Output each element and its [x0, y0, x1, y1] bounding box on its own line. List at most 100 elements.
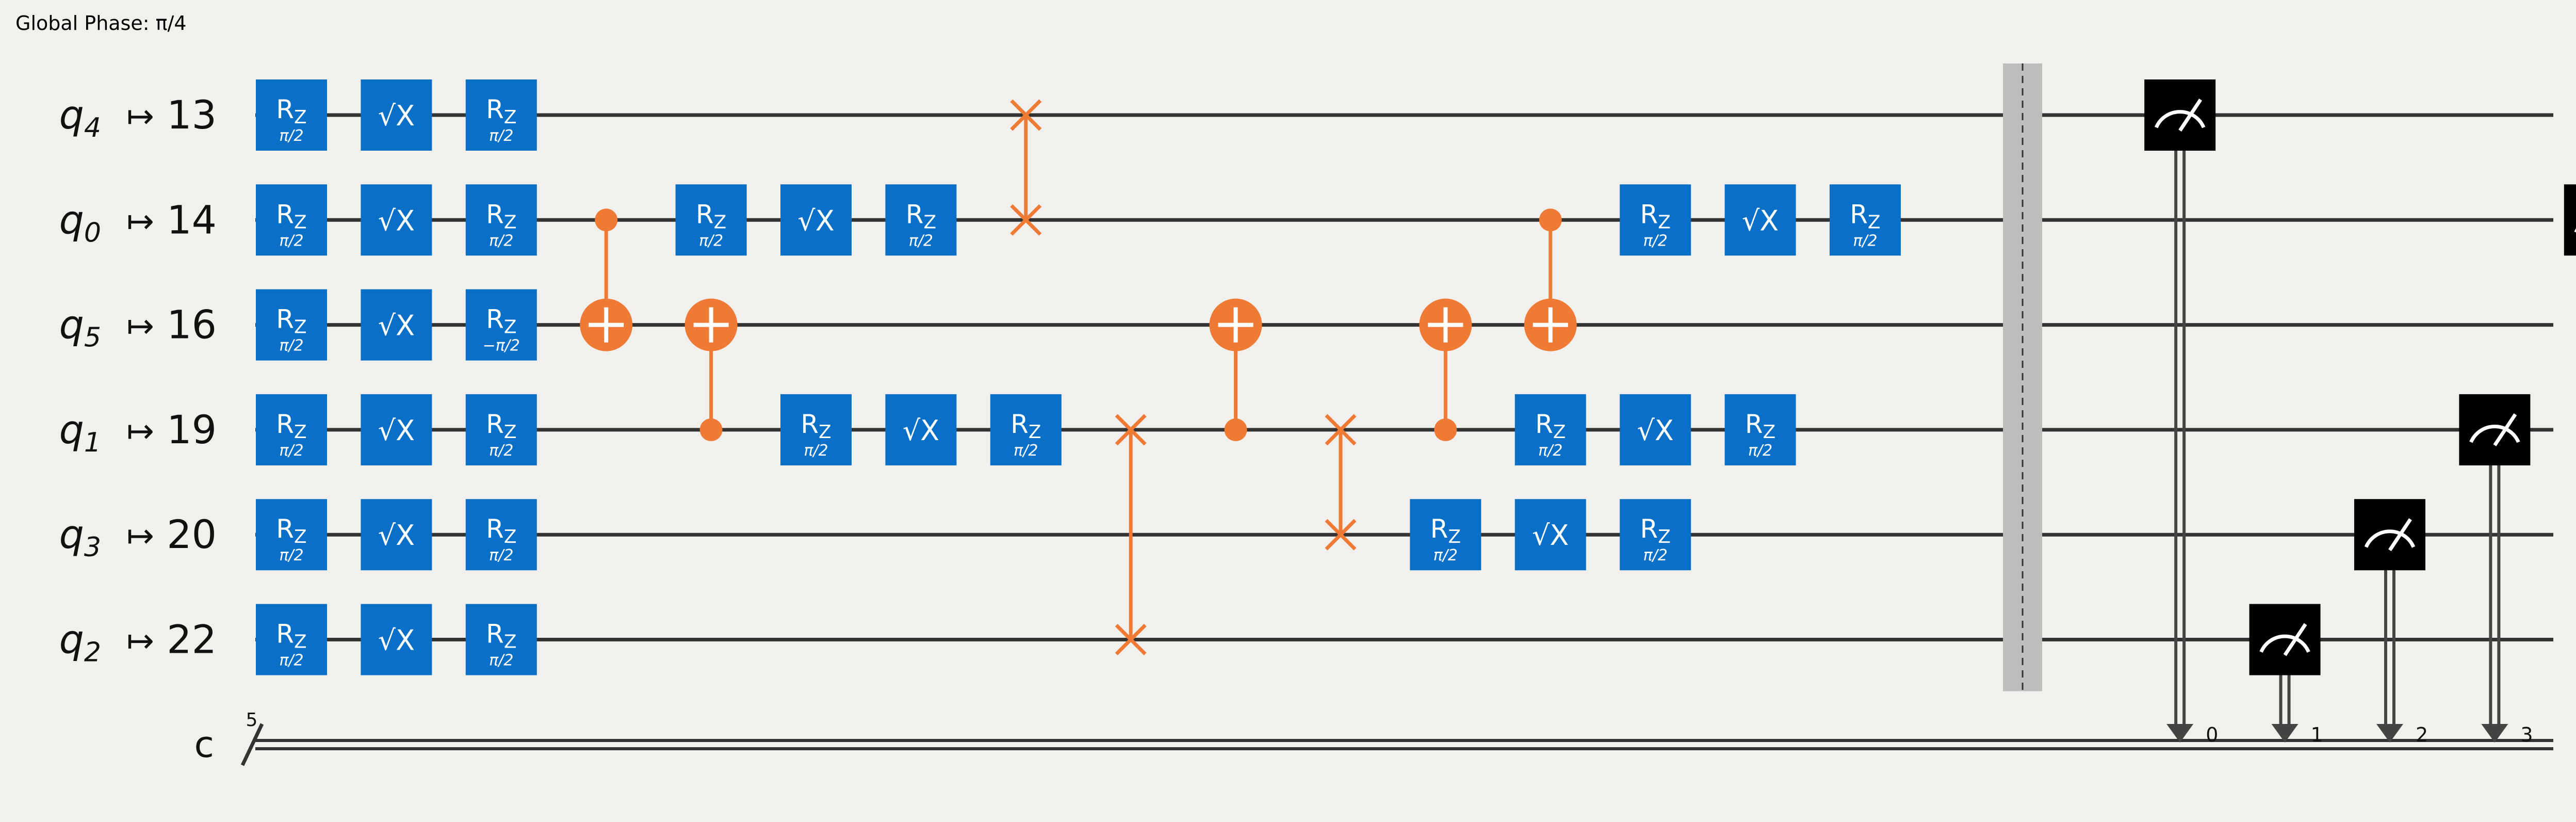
rz-gate: RZπ/2 — [465, 184, 537, 256]
rz-gate-box — [465, 499, 537, 571]
sx-gate-box — [780, 184, 852, 256]
meter-needle — [2283, 623, 2307, 656]
swap-gate — [1115, 414, 1147, 655]
rz-gate-box — [256, 184, 327, 256]
rz-gate-box — [256, 79, 327, 151]
measure-arrowhead — [2166, 724, 2194, 743]
rz-gate: RZπ/2 — [1724, 394, 1796, 465]
rz-gate-label: RZ — [486, 199, 516, 233]
rz-gate-box — [465, 604, 537, 675]
swap-cross — [1115, 414, 1147, 446]
sx-gate-box — [361, 604, 432, 675]
measure-box — [2459, 394, 2531, 465]
meter-arc — [2259, 634, 2310, 653]
measure-arrowhead — [2271, 724, 2298, 743]
classical-register-label: c — [194, 723, 215, 766]
mapsto-arrow: ↦ — [126, 412, 154, 450]
rz-gate: RZπ/2 — [465, 499, 537, 571]
sx-gate: √X — [361, 499, 432, 571]
measure-clbit-index: 0 — [2206, 723, 2218, 746]
rz-gate-param: π/2 — [909, 232, 933, 250]
qubit-label-text: q4 — [59, 92, 101, 143]
rz-gate-param: π/2 — [1433, 546, 1458, 565]
physical-qubit-index: 19 — [167, 407, 217, 453]
sx-gate: √X — [885, 394, 957, 465]
swap-cross — [1325, 414, 1357, 446]
rz-gate: RZπ/2 — [1620, 499, 1691, 571]
meter-needle — [2388, 518, 2412, 552]
sx-gate: √X — [361, 289, 432, 361]
swap-cross — [1325, 519, 1357, 551]
mapsto-arrow: ↦ — [126, 622, 154, 660]
rz-gate-param: π/2 — [1643, 232, 1668, 250]
rz-gate-box — [256, 289, 327, 361]
qubit-label: q2↦22 — [59, 617, 217, 668]
rz-gate: RZπ/2 — [1620, 184, 1691, 256]
sx-gate-box — [361, 184, 432, 256]
measure-gate: 2 — [2354, 499, 2428, 746]
rz-gate-label: RZ — [1745, 409, 1775, 443]
cnot-control-dot — [1539, 208, 1562, 232]
measure-box — [2354, 499, 2425, 571]
rz-gate: RZ−π/2 — [465, 289, 537, 361]
rz-gate-label: RZ — [1640, 514, 1670, 547]
sx-gate-label: √X — [378, 310, 415, 342]
qubit-label: q5↦16 — [59, 302, 217, 353]
physical-qubit-index: 20 — [167, 511, 217, 557]
rz-gate-label: RZ — [906, 199, 936, 233]
rz-gate-label: RZ — [276, 94, 306, 128]
sx-gate-label: √X — [378, 204, 415, 237]
rz-gate-label: RZ — [486, 619, 516, 653]
measure-clbit-index: 3 — [2520, 723, 2533, 746]
rz-gate-box — [256, 604, 327, 675]
swap-cross — [1010, 99, 1042, 131]
sx-gate: √X — [1514, 499, 1586, 571]
rz-gate-label: RZ — [1850, 199, 1880, 233]
rz-gate: RZπ/2 — [990, 394, 1062, 465]
rz-gate-label: RZ — [276, 514, 306, 547]
rz-gate-box — [465, 289, 537, 361]
classical-bundle-slash — [240, 723, 264, 766]
rz-gate-label: RZ — [486, 514, 516, 547]
qubit-label-text: q3 — [59, 511, 101, 563]
sx-gate-box — [361, 499, 432, 571]
rz-gate-param: π/2 — [489, 232, 513, 250]
measure-gate: 0 — [2144, 79, 2218, 746]
measure-box — [2144, 79, 2216, 151]
swap-gate — [1010, 99, 1042, 236]
rz-gate-box — [465, 79, 537, 151]
rz-gate-param: π/2 — [279, 652, 303, 670]
sx-gate: √X — [361, 604, 432, 675]
rz-gate: RZπ/2 — [780, 394, 852, 465]
rz-gate-label: RZ — [486, 94, 516, 128]
sx-gate-box — [361, 79, 432, 151]
rz-gate-box — [1620, 184, 1691, 256]
sx-gate-label: √X — [1637, 414, 1673, 447]
rz-gate: RZπ/2 — [1410, 499, 1481, 571]
measure-gate: 1 — [2249, 604, 2323, 746]
rz-gate: RZπ/2 — [256, 499, 327, 571]
measure-clbit-index: 1 — [2311, 723, 2323, 746]
measure-box — [2564, 184, 2576, 256]
sx-gate-box — [1724, 184, 1796, 256]
cnot-gate — [580, 208, 633, 351]
cnot-control-dot — [699, 418, 723, 441]
qubit-label-text: q2 — [59, 617, 101, 668]
measure-arrowhead — [2481, 724, 2508, 743]
sx-gate: √X — [361, 394, 432, 465]
rz-gate-param: π/2 — [279, 546, 303, 565]
sx-gate-label: √X — [378, 624, 415, 657]
measure-box — [2249, 604, 2321, 675]
sx-gate-box — [1514, 499, 1586, 571]
rz-gate-param: π/2 — [699, 232, 723, 250]
rz-gate-box — [990, 394, 1062, 465]
mapsto-arrow: ↦ — [126, 308, 154, 346]
measure-gate: 3 — [2459, 394, 2533, 746]
rz-gate-param: π/2 — [1853, 232, 1877, 250]
sx-gate-label: √X — [1742, 204, 1779, 237]
global-phase-label: Global Phase: π/4 — [15, 12, 187, 35]
sx-gate: √X — [361, 184, 432, 256]
qubit-label: q0↦14 — [59, 197, 217, 248]
rz-gate-box — [1410, 499, 1481, 571]
rz-gate: RZπ/2 — [256, 79, 327, 151]
